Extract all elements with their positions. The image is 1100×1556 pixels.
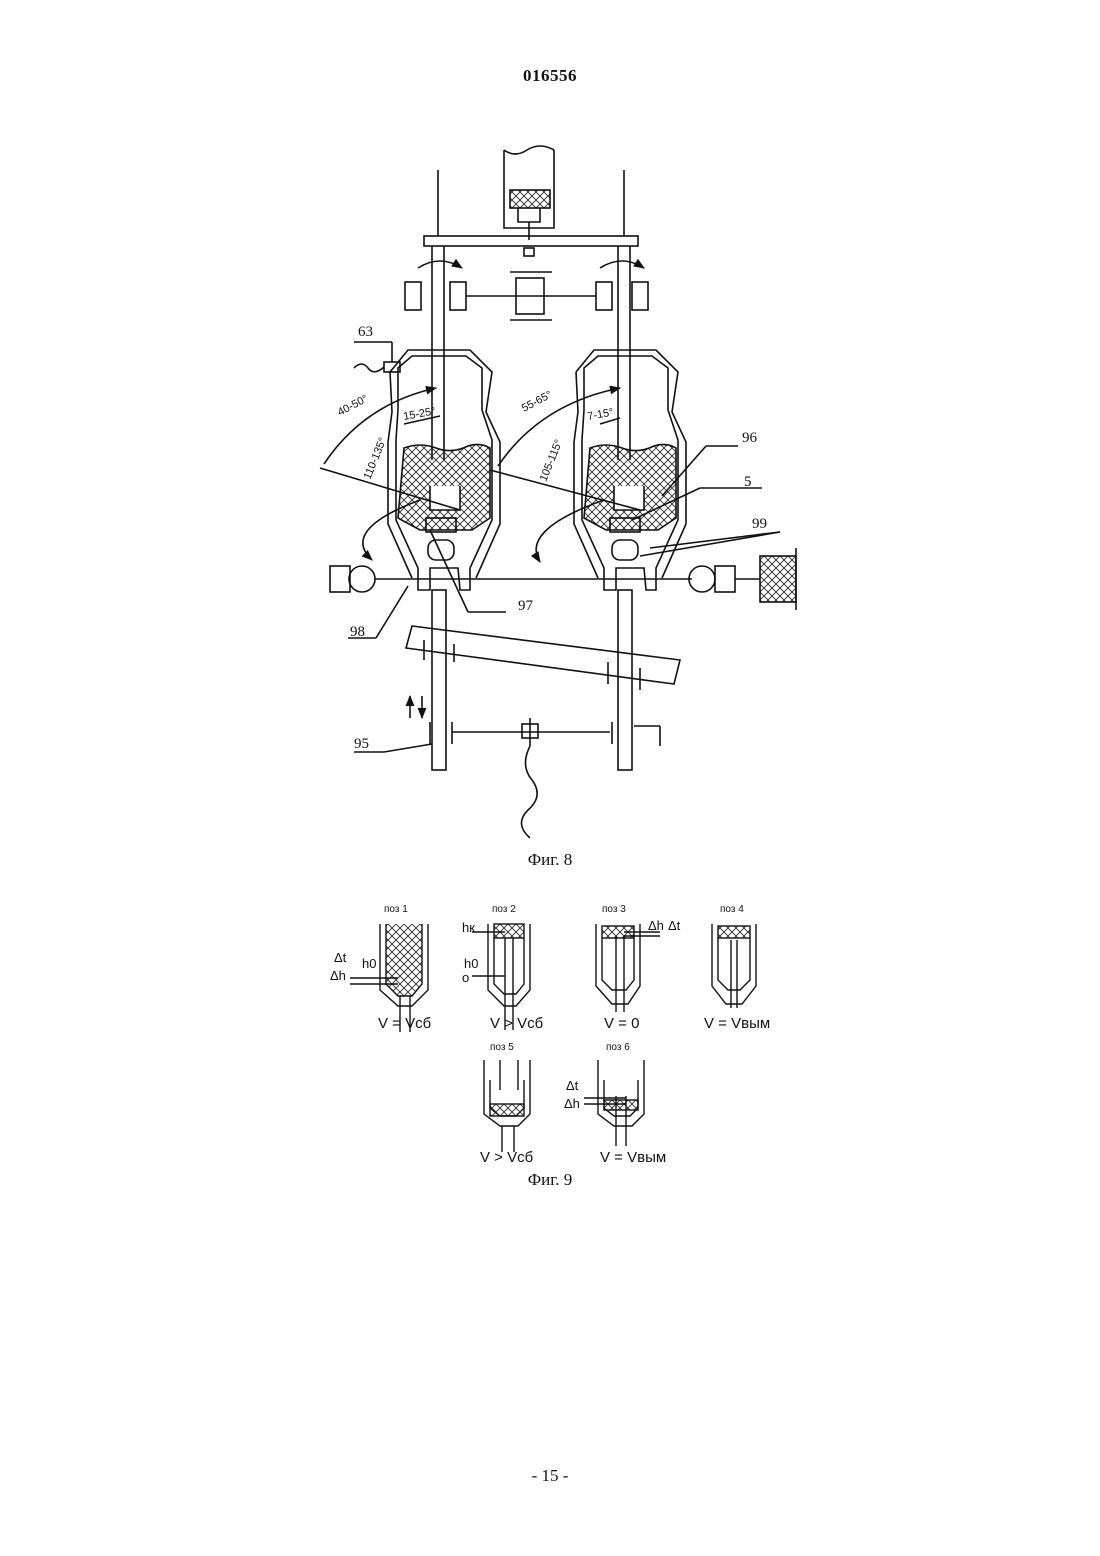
label-99: 99 [752,516,767,532]
fig9-pos2-hk: hк [462,920,475,935]
label-5: 5 [744,474,752,490]
fig9-pos3-equation: V = 0 [604,1015,639,1032]
label-95: 95 [354,736,369,752]
figure-8-caption: Фиг. 8 [0,850,1100,870]
angle-105-115: 105-115° [538,438,566,483]
fig9-pos3-dt: Δt [668,918,681,933]
angle-40-50: 40-50° [336,393,370,419]
fig9-pos3-title: поз 3 [602,904,626,915]
angle-110-135: 110-135° [362,436,390,481]
fig9-pos1-dh: Δh [330,968,346,983]
label-96: 96 [742,430,758,446]
fig9-pos4-equation: V = Vвым [704,1015,770,1032]
fig9-pos6-equation: V = Vвым [600,1149,666,1166]
fig9-pos1-dt: Δt [334,950,347,965]
fig9-pos2-equation: V > Vсб [490,1015,543,1032]
fig9-pos4-title: поз 4 [720,904,744,915]
page-footer-number: - 15 - [0,1466,1100,1486]
fig9-pos5-equation: V > Vсб [480,1149,533,1166]
angle-55-65: 55-65° [520,389,554,415]
fig9-pos2-o: o [462,970,469,985]
label-63: 63 [358,324,373,340]
fig9-pos6-dt: Δt [566,1078,579,1093]
label-98: 98 [350,624,365,640]
fig9-pos2-title: поз 2 [492,904,516,915]
figure-9-caption: Фиг. 9 [0,1170,1100,1190]
fig9-pos6-title: поз 6 [606,1042,630,1053]
fig9-pos3-dh: Δh [648,918,664,933]
fig9-pos1-equation: V = Vсб [378,1015,431,1032]
fig9-pos2-h0: h0 [464,956,478,971]
label-97: 97 [518,598,534,614]
fig9-pos6-dh: Δh [564,1096,580,1111]
fig9-pos1-h0: h0 [362,956,376,971]
fig9-pos5-title: поз 5 [490,1042,514,1053]
fig9-pos1-title: поз 1 [384,904,408,915]
